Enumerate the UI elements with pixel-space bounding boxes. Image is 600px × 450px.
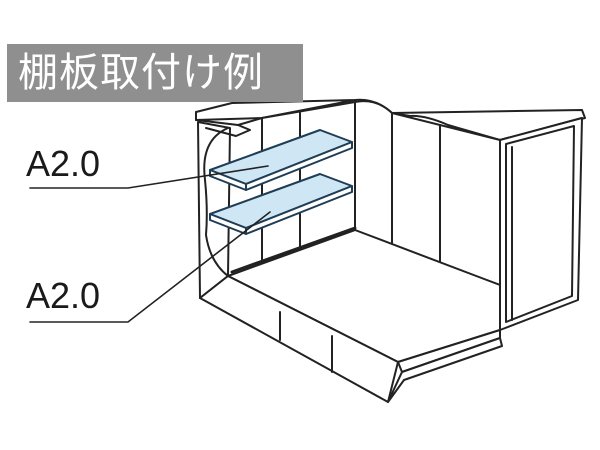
floor-back-edge <box>230 226 357 274</box>
shelf-boards <box>209 129 353 235</box>
leader-line-1 <box>29 165 269 189</box>
right-wall <box>499 117 583 331</box>
shelf-lower-side <box>245 185 353 235</box>
callout-label-lower: A2.0 <box>26 275 101 316</box>
title-banner <box>7 44 303 102</box>
leader-line-2 <box>29 211 271 323</box>
wall-top-ledge <box>205 124 251 137</box>
callout-label-upper: A2.0 <box>26 143 101 184</box>
diagram-title: 棚板取付け例 <box>18 50 264 96</box>
door-frame <box>505 125 575 323</box>
floor-lip-edge <box>387 337 503 403</box>
wall-opening-curve <box>203 127 229 277</box>
shelf-upper-side <box>245 141 353 191</box>
roof-edge <box>195 111 263 126</box>
